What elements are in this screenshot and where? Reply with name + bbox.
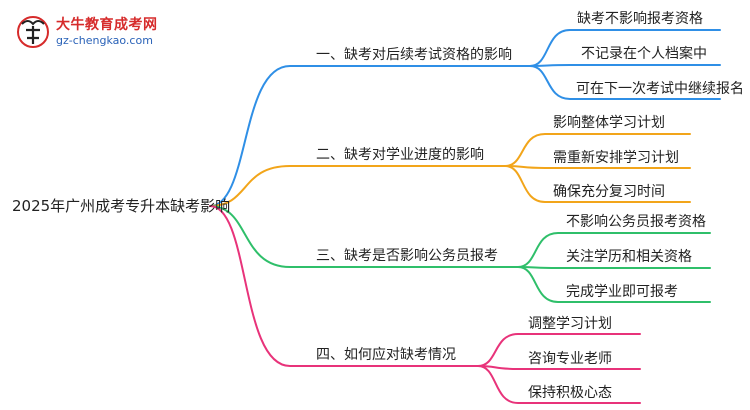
branch-4-connector [209, 205, 479, 367]
branch-3-leaf-1: 不影响公务员报考资格 [566, 214, 706, 230]
branch-1-leaf-3-connector [529, 65, 721, 100]
root-topic: 2025年广州成考专升本缺考影响 [12, 197, 231, 215]
branch-2-leaf-2: 需重新安排学习计划 [553, 150, 679, 166]
logo-title: 大牛教育成考网 [56, 17, 158, 33]
branch-3-leaf-3: 完成学业即可报考 [566, 284, 678, 300]
branch-1-leaf-3: 可在下一次考试中继续报名 [576, 81, 744, 97]
branch-2-leaf-3-connector [504, 165, 691, 203]
branch-4-leaf-1-connector [477, 333, 641, 367]
logo-url: gz-chengkao.com [56, 34, 153, 47]
branch-1-leaf-2-connector [529, 64, 721, 67]
branch-3-connector [209, 205, 519, 268]
branch-1-leaf-1-connector [529, 29, 721, 67]
branch-3-leaf-3-connector [517, 266, 711, 303]
branch-1-leaf-2: 不记录在个人档案中 [581, 46, 707, 62]
branch-3-label: 三、缺考是否影响公务员报考 [316, 248, 498, 264]
branch-2-leaf-1-connector [504, 133, 691, 167]
branch-4-leaf-3: 保持积极心态 [528, 385, 612, 401]
branch-2-leaf-1: 影响整体学习计划 [553, 115, 665, 131]
branch-2-connector [209, 165, 506, 207]
branch-4-leaf-3-connector [477, 365, 641, 404]
branch-1-leaf-1: 缺考不影响报考资格 [577, 11, 703, 27]
branch-1-connector [209, 65, 531, 207]
branch-4-leaf-2: 咨询专业老师 [528, 351, 612, 367]
branch-3-leaf-2: 关注学历和相关资格 [566, 249, 692, 265]
branch-4-leaf-1: 调整学习计划 [528, 316, 612, 332]
bull-logo-icon [17, 16, 49, 48]
branch-3-leaf-2-connector [517, 266, 711, 269]
branch-2-leaf-3: 确保充分复习时间 [553, 184, 665, 200]
branch-4-label: 四、如何应对缺考情况 [316, 347, 456, 363]
site-logo[interactable]: 大牛教育成考网 gz-chengkao.com [14, 12, 164, 52]
branch-2-label: 二、缺考对学业进度的影响 [316, 147, 484, 163]
branch-1-label: 一、缺考对后续考试资格的影响 [316, 47, 512, 63]
branch-3-leaf-1-connector [517, 232, 711, 268]
